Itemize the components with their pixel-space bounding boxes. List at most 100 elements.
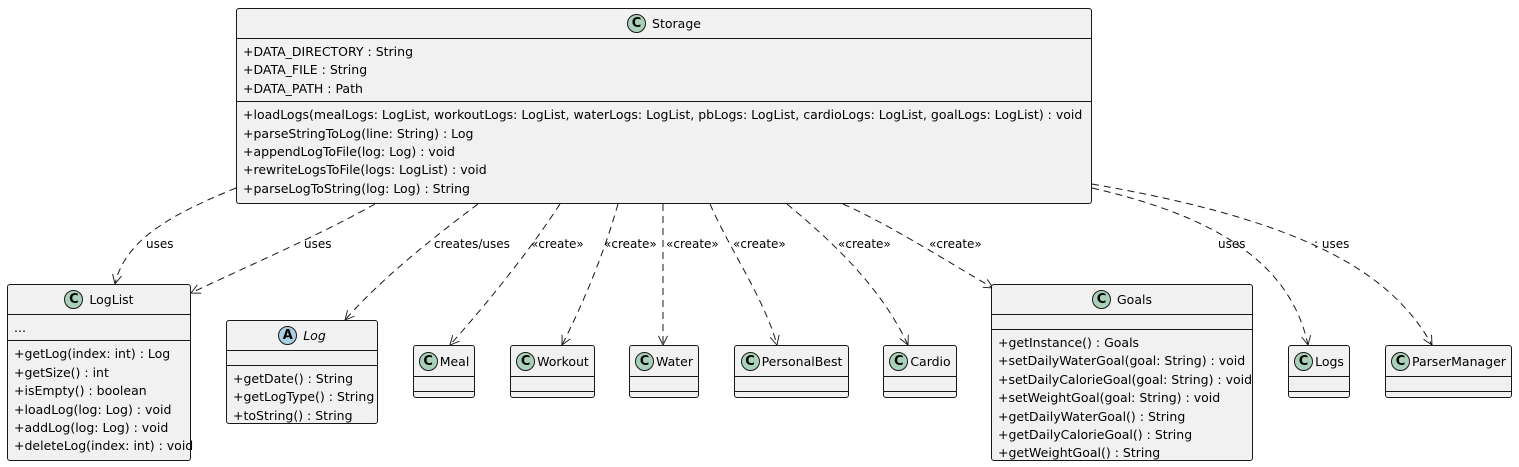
edge-label-create: «create»	[666, 237, 719, 251]
attributes-section	[511, 377, 594, 392]
edge-storage-cardio	[786, 203, 908, 345]
class-header: C PersonalBest	[735, 346, 848, 377]
method: +loadLog(log: Log) : void	[14, 401, 172, 417]
class-header: C Logs	[1289, 346, 1349, 377]
class-header: C LogList	[8, 285, 190, 315]
class-name: Cardio	[910, 353, 951, 369]
attributes-section	[1386, 377, 1511, 392]
edge-label-uses: uses	[1218, 237, 1246, 251]
class-name: ParserManager	[1412, 353, 1506, 369]
class-badge-icon: C	[1092, 290, 1111, 309]
edge-storage-parsermanager	[1091, 183, 1432, 345]
method: +setDailyCalorieGoal(goal: String) : voi…	[998, 371, 1253, 387]
class-loglist: C LogList ... +getLog(index: int) : Log …	[7, 284, 194, 461]
method: +getLogType() : String	[233, 389, 375, 405]
methods-section: +loadLogs(mealLogs: LogList, workoutLogs…	[237, 102, 1091, 201]
attributes-section	[992, 315, 1252, 330]
class-badge-icon: C	[418, 351, 438, 371]
class-name: Storage	[652, 16, 701, 31]
methods-section	[630, 392, 698, 406]
class-badge-icon: C	[740, 351, 760, 371]
class-workout: C Workout	[510, 345, 595, 398]
edge-label-create: «create»	[838, 237, 891, 251]
edge-label-create: «create»	[604, 237, 657, 251]
method: +setWeightGoal(goal: String) : void	[998, 390, 1221, 406]
class-badge-icon: C	[627, 14, 647, 33]
methods-section	[884, 392, 956, 406]
method: +getSize() : int	[14, 364, 109, 380]
class-logs: C Logs	[1288, 345, 1350, 398]
method: +rewriteLogsToFile(logs: LogList) : void	[243, 162, 487, 178]
methods-section: +getInstance() : Goals +setDailyWaterGoa…	[992, 330, 1252, 466]
edge-storage-loglist-2	[191, 203, 376, 293]
edge-storage-workout	[562, 203, 619, 345]
attribute: +DATA_DIRECTORY : String	[243, 44, 414, 59]
class-name: PersonalBest	[761, 353, 843, 369]
method: +getLog(index: int) : Log	[14, 346, 171, 362]
class-water: C Water	[629, 345, 699, 398]
class-name: Log	[303, 328, 326, 343]
method: +parseStringToLog(line: String) : Log	[243, 125, 474, 141]
class-parsermanager: C ParserManager	[1385, 345, 1512, 398]
attributes-section	[1289, 377, 1349, 392]
methods-section	[735, 392, 848, 406]
class-header: C ParserManager	[1386, 346, 1511, 377]
class-badge-icon: C	[516, 351, 536, 371]
methods-section	[414, 392, 474, 406]
method: +addLog(log: Log) : void	[14, 419, 169, 435]
method: +isEmpty() : boolean	[14, 383, 147, 399]
class-name: Meal	[439, 353, 470, 369]
method: +appendLogToFile(log: Log) : void	[243, 143, 455, 159]
method: +getDate() : String	[233, 371, 354, 386]
attributes-section: ...	[8, 315, 190, 342]
method: +getInstance() : Goals	[998, 335, 1140, 350]
edge-label-create: «create»	[531, 237, 584, 251]
methods-section: +getLog(index: int) : Log +getSize() : i…	[8, 341, 194, 458]
class-name: LogList	[89, 292, 134, 307]
method: +getWeightGoal() : String	[998, 445, 1161, 461]
attributes-section	[630, 377, 698, 392]
class-name: Workout	[537, 353, 589, 369]
edge-storage-goals	[842, 203, 993, 288]
method: +getDailyCalorieGoal() : String	[998, 426, 1193, 442]
methods-section	[511, 392, 594, 406]
edge-label-uses: uses	[146, 237, 174, 251]
class-badge-icon: C	[1391, 351, 1411, 371]
class-goals: C Goals +getInstance() : Goals +setDaily…	[991, 284, 1253, 461]
class-header: C Workout	[511, 346, 594, 377]
attributes-section: +DATA_DIRECTORY : String +DATA_FILE : St…	[237, 39, 1091, 103]
method: +deleteLog(index: int) : void	[14, 438, 194, 454]
attributes-section	[414, 377, 474, 392]
class-log: A Log +getDate() : String +getLogType() …	[226, 320, 378, 424]
attribute: +DATA_PATH : Path	[243, 80, 363, 96]
class-badge-icon: C	[889, 351, 909, 371]
class-meal: C Meal	[413, 345, 475, 398]
edge-storage-log	[345, 203, 479, 320]
class-header: C Water	[630, 346, 698, 377]
edge-label-creates-uses: creates/uses	[434, 237, 510, 251]
attribute: ...	[14, 320, 26, 335]
class-name: Water	[656, 353, 693, 369]
method: +parseLogToString(log: Log) : String	[243, 180, 470, 196]
edge-label-uses: : uses	[1314, 237, 1350, 251]
edge-storage-loglist-1	[115, 187, 237, 284]
abstract-badge-icon: A	[278, 326, 298, 345]
method: +getDailyWaterGoal() : String	[998, 408, 1186, 424]
class-name: Logs	[1315, 353, 1344, 369]
class-header: C Cardio	[884, 346, 956, 377]
class-storage: C Storage +DATA_DIRECTORY : String +DATA…	[236, 8, 1092, 204]
edge-label-uses: uses	[304, 237, 332, 251]
attributes-section	[735, 377, 848, 392]
class-cardio: C Cardio	[883, 345, 957, 398]
attributes-section	[227, 351, 377, 366]
method: +loadLogs(mealLogs: LogList, workoutLogs…	[243, 107, 1083, 123]
attribute: +DATA_FILE : String	[243, 62, 368, 78]
class-badge-icon: C	[64, 290, 84, 309]
edge-storage-logs	[1091, 187, 1308, 345]
edge-label-create: «create»	[929, 237, 982, 251]
class-header: C Goals	[992, 285, 1252, 315]
methods-section	[1386, 392, 1511, 406]
edge-storage-meal	[450, 203, 561, 345]
method: +setDailyWaterGoal(goal: String) : void	[998, 353, 1246, 369]
methods-section: +getDate() : String +getLogType() : Stri…	[227, 366, 377, 428]
